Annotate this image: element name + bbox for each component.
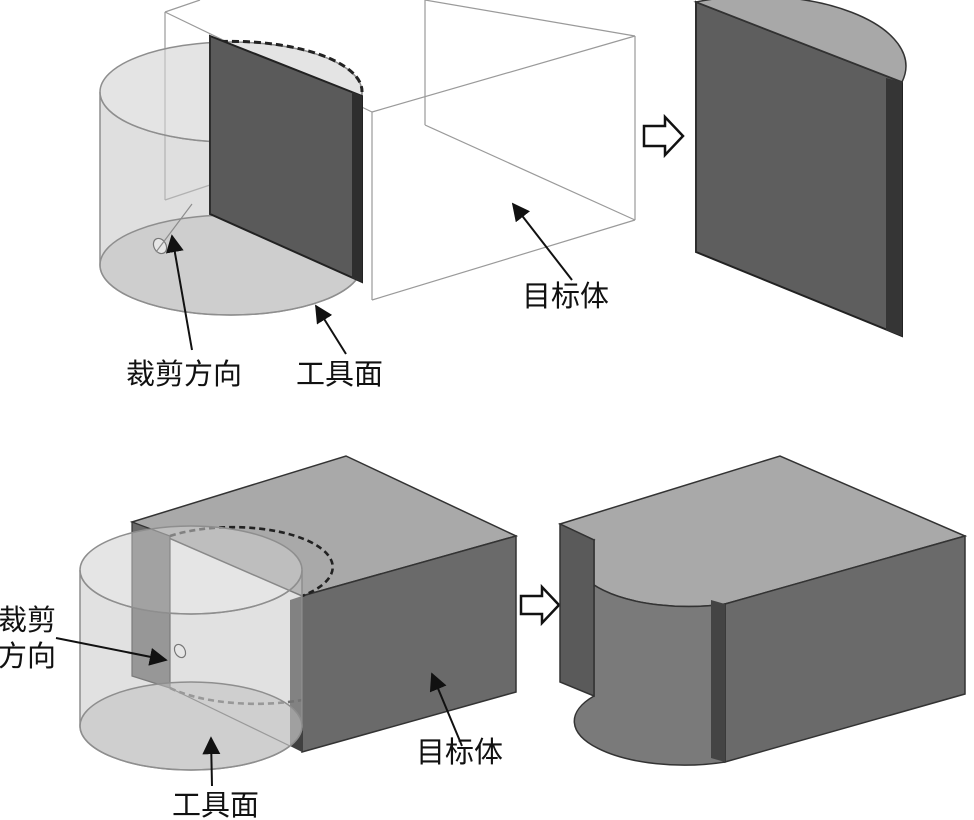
top-planar-slice: [209, 34, 363, 284]
top-trim-direction-label: 裁剪方向: [126, 357, 242, 391]
bottom-result-body: [557, 455, 968, 766]
bottom-trim-direction-label-line1: 裁剪: [0, 603, 56, 637]
top-tool-face-label: 工具面: [296, 357, 383, 391]
right-arrow-icon: [519, 583, 561, 627]
bottom-tool-face-leader: [202, 736, 221, 787]
bottom-trim-direction-label-line2: 方向: [0, 639, 56, 673]
bottom-tool-face-label: 工具面: [172, 788, 259, 820]
top-target-body-leader: [511, 202, 573, 281]
bottom-target-body-label: 目标体: [416, 735, 503, 769]
top-target-body-label: 目标体: [522, 279, 609, 313]
bottom-trim-direction-leader: [55, 637, 168, 666]
bottom-target-body-leader: [429, 672, 463, 747]
bottom-example: 裁剪 方向 目标体 工具面: [0, 455, 968, 820]
top-result-body: [693, 0, 907, 338]
right-arrow-icon: [642, 113, 685, 159]
bottom-tool-face-cylinder: [79, 525, 303, 771]
top-tool-face-leader: [315, 304, 347, 355]
bottom-trim-direction-symbol: [173, 643, 187, 659]
top-trim-direction-leader: [165, 234, 193, 351]
top-example: 裁剪方向 工具面 目标体: [99, 0, 907, 391]
top-trim-direction-symbol: [152, 203, 193, 255]
